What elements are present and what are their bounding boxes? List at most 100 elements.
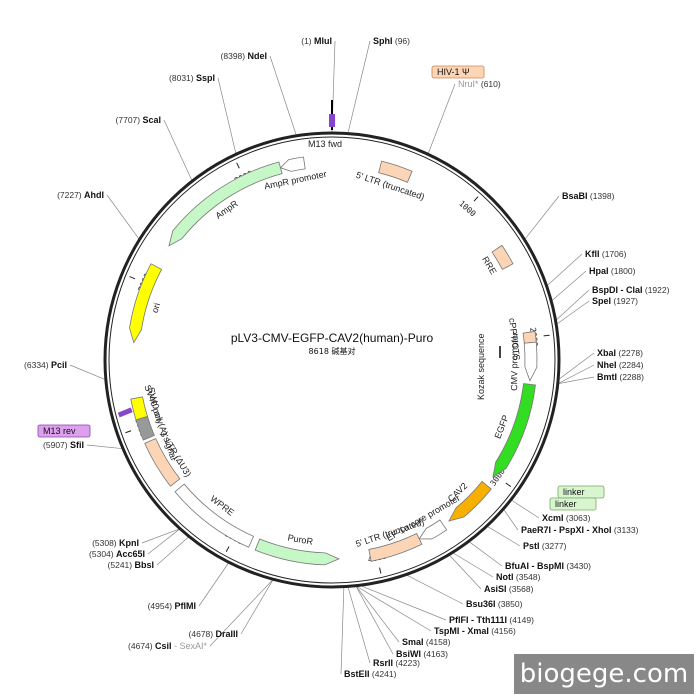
site-line bbox=[69, 364, 106, 381]
feature-label: CMV promoter bbox=[509, 332, 520, 391]
site-bsu36i: Bsu36I (3850) bbox=[466, 599, 523, 609]
site-line bbox=[551, 270, 587, 302]
site-bspdi-clai: BspDI - ClaI (1922) bbox=[592, 285, 670, 295]
site-line bbox=[448, 554, 482, 590]
site-pflmi: (4954) PflMI bbox=[148, 601, 196, 611]
feature-puror bbox=[254, 538, 340, 566]
feature-label: PuroR bbox=[287, 532, 314, 546]
site-line bbox=[556, 300, 590, 325]
tick-mark bbox=[129, 276, 136, 280]
site-draiii: (4678) DraIII bbox=[189, 629, 238, 639]
site-noti: NotI (3548) bbox=[496, 572, 541, 582]
site-xcmi: XcmI (3063) bbox=[542, 513, 591, 523]
plasmid-title: pLV3-CMV-EGFP-CAV2(human)-Puro bbox=[231, 331, 434, 345]
site-line bbox=[427, 83, 456, 155]
feature-cav2 bbox=[448, 480, 492, 522]
site-pcii: (6334) PciI bbox=[24, 360, 67, 370]
site-asisi: AsiSI (3568) bbox=[484, 584, 534, 594]
site-line bbox=[557, 364, 595, 385]
site-bbsi: (5241) BbsI bbox=[108, 560, 154, 570]
site-nrui-: NruI* (610) bbox=[458, 79, 501, 89]
site-rsrii: RsrII (4223) bbox=[373, 658, 420, 668]
site-line bbox=[452, 552, 494, 578]
site-spei: SpeI (1927) bbox=[592, 296, 638, 306]
tick-mark bbox=[505, 482, 512, 487]
site-nhei: NheI (2284) bbox=[597, 360, 644, 370]
site-line bbox=[359, 584, 447, 621]
watermark: biogege.com bbox=[514, 654, 694, 694]
site-ndei: (8398) NdeI bbox=[221, 51, 267, 61]
site-tspmi-xmai: TspMI - XmaI (4156) bbox=[434, 626, 516, 636]
feature-egfp bbox=[492, 383, 536, 478]
m13-fwd-primer bbox=[329, 114, 335, 127]
site-line bbox=[163, 119, 193, 182]
site-sfii: (5907) SfiI bbox=[43, 440, 84, 450]
tick-label: 1000 bbox=[457, 199, 477, 219]
site-psti: PstI (3277) bbox=[523, 541, 567, 551]
feature-ampr-promoter bbox=[279, 156, 306, 172]
site-line bbox=[405, 574, 464, 605]
site-hpai: HpaI (1800) bbox=[589, 266, 636, 276]
site-csii: (4674) CsiI - SexAI* bbox=[128, 641, 207, 651]
m13-rev-primer bbox=[117, 407, 133, 418]
m13-fwd-label: M13 fwd bbox=[308, 139, 342, 149]
site-ahdi: (7227) AhdI bbox=[57, 190, 104, 200]
site-line bbox=[355, 585, 400, 643]
feature-ampr bbox=[168, 161, 283, 247]
feature-label: ori bbox=[150, 302, 162, 314]
site-acc65i: (5304) Acc65I bbox=[89, 549, 145, 559]
site-line bbox=[198, 562, 230, 607]
site-line bbox=[555, 289, 590, 321]
site-line bbox=[156, 536, 190, 566]
feature-cppt-cts bbox=[522, 331, 537, 344]
plasmid-size: 8618 碱基对 bbox=[309, 346, 356, 356]
site-bsteii: BstEII (4241) bbox=[344, 669, 397, 679]
feature-sv40-poly-a-signal bbox=[135, 415, 155, 441]
site-scai: (7707) ScaI bbox=[116, 115, 161, 125]
tick-mark bbox=[543, 334, 550, 337]
site-line bbox=[217, 77, 237, 155]
feature-ori bbox=[129, 263, 163, 344]
site-line bbox=[86, 444, 124, 450]
site-line bbox=[503, 508, 519, 531]
site-line bbox=[347, 40, 371, 134]
feature-5-ltr-truncated- bbox=[378, 160, 413, 183]
callout-box bbox=[549, 497, 597, 511]
feature-5-ltr-truncated- bbox=[368, 532, 423, 562]
site-line bbox=[106, 194, 140, 240]
tick-mark bbox=[379, 567, 382, 574]
feature-label: cPPT/CTS bbox=[507, 318, 522, 361]
feature-sv40-ori bbox=[130, 396, 148, 421]
backbone-circle bbox=[103, 131, 561, 589]
callout-label: linker bbox=[555, 499, 577, 509]
site-lines bbox=[69, 40, 595, 675]
feature-rre bbox=[491, 244, 514, 270]
site-line bbox=[355, 585, 394, 655]
feature-ef-1-core-promoter bbox=[418, 519, 448, 540]
site-line bbox=[355, 585, 432, 632]
feature-3-ltr-u3- bbox=[144, 437, 181, 487]
site-smai: SmaI (4158) bbox=[402, 637, 451, 647]
callout-box bbox=[431, 65, 485, 79]
site-paer7i-pspxi-xhoi: PaeR7I - PspXI - XhoI (3133) bbox=[521, 525, 639, 535]
callout-label: linker bbox=[563, 487, 585, 497]
feature-wpre bbox=[174, 483, 255, 548]
site-kpni: (5308) KpnI bbox=[92, 538, 139, 548]
site-line bbox=[209, 579, 274, 647]
site-bsiwi: BsiWI (4163) bbox=[396, 649, 448, 659]
site-sphi: SphI (96) bbox=[373, 36, 410, 46]
site-kfli: KflI (1706) bbox=[585, 249, 627, 259]
site-line bbox=[468, 541, 503, 567]
site-pflfi-tth111i: PflFI - Tth111I (4149) bbox=[449, 615, 534, 625]
tick-mark bbox=[125, 430, 132, 434]
site-line bbox=[524, 195, 560, 240]
site-line bbox=[240, 579, 274, 635]
feature-label: EGFP bbox=[493, 414, 511, 440]
callout-box bbox=[37, 424, 91, 438]
site-line bbox=[557, 376, 595, 385]
feature-cmv-promoter bbox=[523, 341, 538, 382]
site-line bbox=[557, 352, 595, 381]
site-line bbox=[546, 253, 583, 287]
